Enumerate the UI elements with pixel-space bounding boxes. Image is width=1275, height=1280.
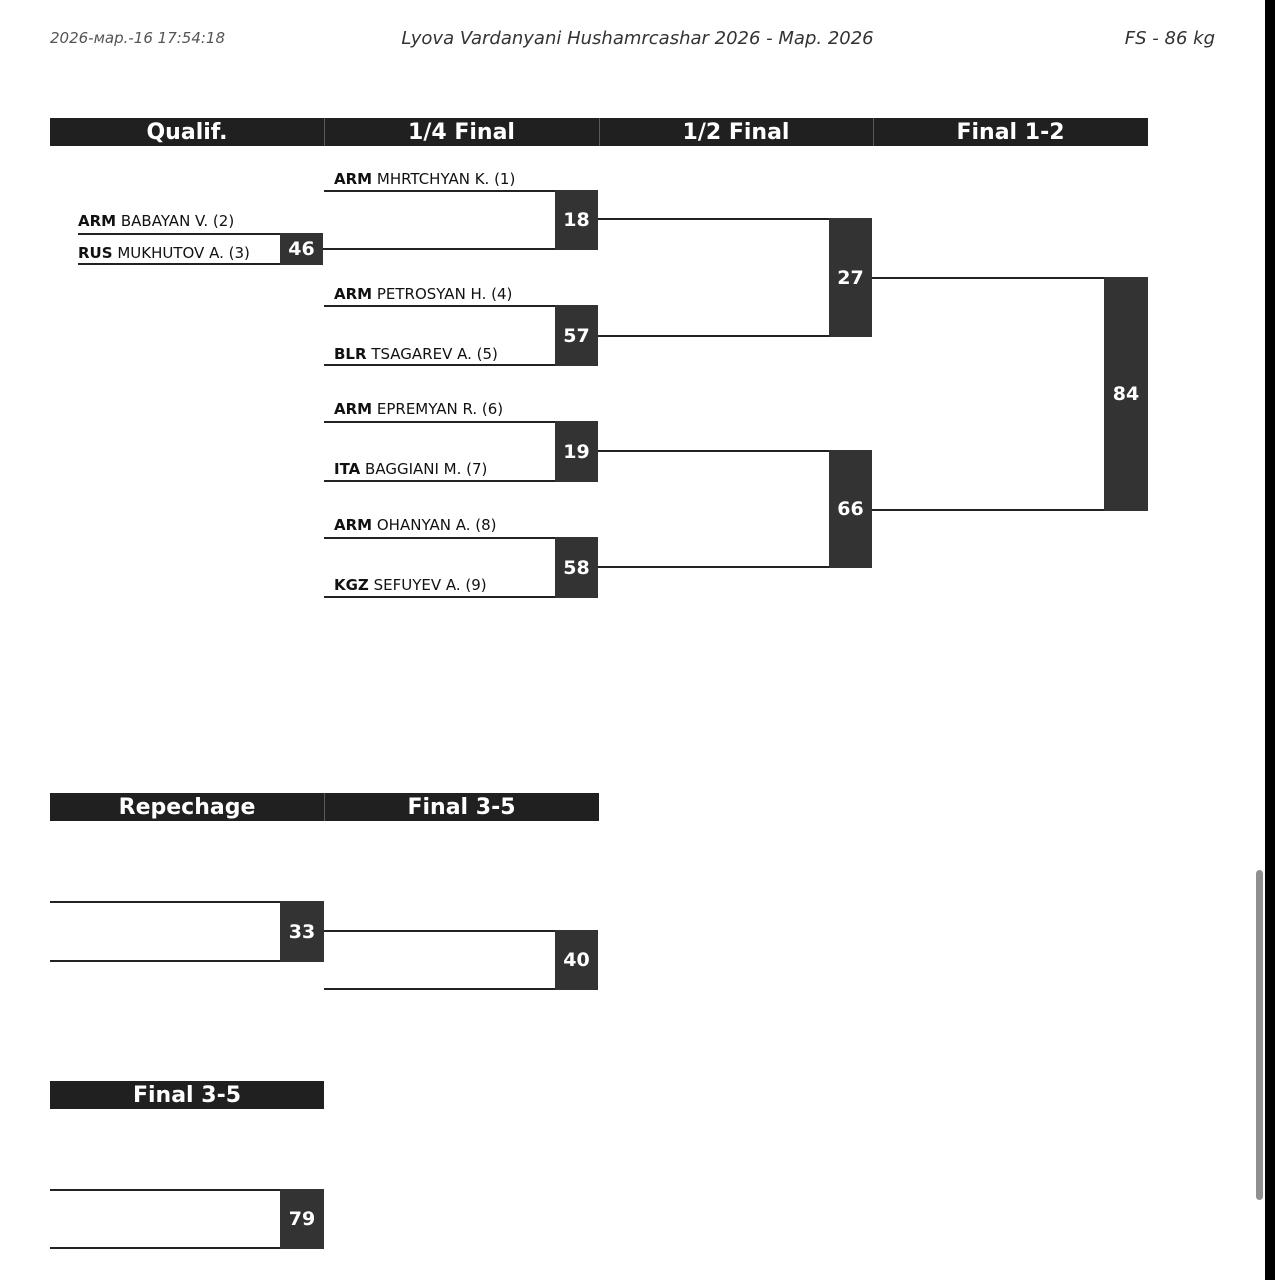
- bracket-line: [324, 421, 598, 423]
- bracket-line: [598, 218, 829, 220]
- scrollbar-thumb[interactable]: [1256, 870, 1263, 1200]
- bout-40: 40: [555, 930, 598, 990]
- wrestler-3: RUS MUKHUTOV A. (3): [78, 244, 250, 262]
- divider: [873, 118, 874, 146]
- bracket-line: [598, 566, 829, 568]
- bracket-line: [598, 335, 829, 337]
- bracket-line: [324, 930, 555, 932]
- bracket-line: [323, 248, 555, 250]
- bracket-line: [78, 263, 323, 265]
- bracket-line: [324, 480, 598, 482]
- divider: [324, 118, 325, 146]
- col-semifinal: 1/2 Final: [682, 120, 790, 145]
- main-bracket-header: Qualif. 1/4 Final 1/2 Final Final 1-2: [50, 118, 1148, 146]
- bout-27: 27: [829, 218, 872, 337]
- bracket-line: [324, 305, 598, 307]
- bracket-line: [598, 450, 829, 452]
- window-edge: [1265, 0, 1275, 1280]
- bracket-line: [50, 1247, 324, 1249]
- divider: [324, 793, 325, 821]
- col-final-1-2: Final 1-2: [956, 120, 1065, 145]
- print-date: 2026-мар.-16 17:54:18: [50, 29, 226, 47]
- bracket-line: [50, 1189, 324, 1191]
- wrestler-2: ARM BABAYAN V. (2): [78, 212, 235, 230]
- col-qualif: Qualif.: [146, 120, 228, 145]
- wrestler-1: ARM MHRTCHYAN K. (1): [334, 170, 516, 188]
- bout-58: 58: [555, 537, 598, 598]
- bout-57: 57: [555, 305, 598, 366]
- wrestler-9: KGZ SEFUYEV A. (9): [334, 576, 487, 594]
- wrestler-4: ARM PETROSYAN H. (4): [334, 285, 513, 303]
- bracket-line: [872, 509, 1104, 511]
- wrestler-6: ARM EPREMYAN R. (6): [334, 400, 504, 418]
- bout-66: 66: [829, 450, 872, 568]
- bracket-line: [324, 596, 598, 598]
- event-title: Lyova Vardanyani Hushamrcashar 2026 - Ма…: [401, 28, 874, 49]
- bracket-line: [872, 277, 1104, 279]
- divider: [599, 118, 600, 146]
- col-quarterfinal: 1/4 Final: [408, 120, 515, 145]
- bracket-line: [78, 233, 280, 235]
- bracket-line: [324, 537, 598, 539]
- col-repechage: Repechage: [118, 795, 256, 820]
- bracket-line: [324, 364, 598, 366]
- repechage-header: Repechage Final 3-5: [50, 793, 599, 821]
- bracket-line: [324, 988, 598, 990]
- final-3-5-header: Final 3-5: [50, 1081, 324, 1109]
- bout-79: 79: [280, 1189, 324, 1249]
- bracket-line: [50, 960, 324, 962]
- bracket-line: [324, 190, 598, 192]
- wrestler-8: ARM OHANYAN A. (8): [334, 516, 497, 534]
- wrestler-5: BLR TSAGAREV A. (5): [334, 345, 498, 363]
- bout-18: 18: [555, 190, 598, 250]
- bout-33: 33: [280, 901, 324, 962]
- bout-46: 46: [280, 233, 323, 265]
- col-final-3-5: Final 3-5: [407, 795, 516, 820]
- bracket-line: [50, 901, 324, 903]
- weight-category: FS - 86 kg: [1124, 28, 1215, 49]
- bout-19: 19: [555, 421, 598, 482]
- bout-84: 84: [1104, 277, 1148, 511]
- wrestler-7: ITA BAGGIANI M. (7): [334, 460, 488, 478]
